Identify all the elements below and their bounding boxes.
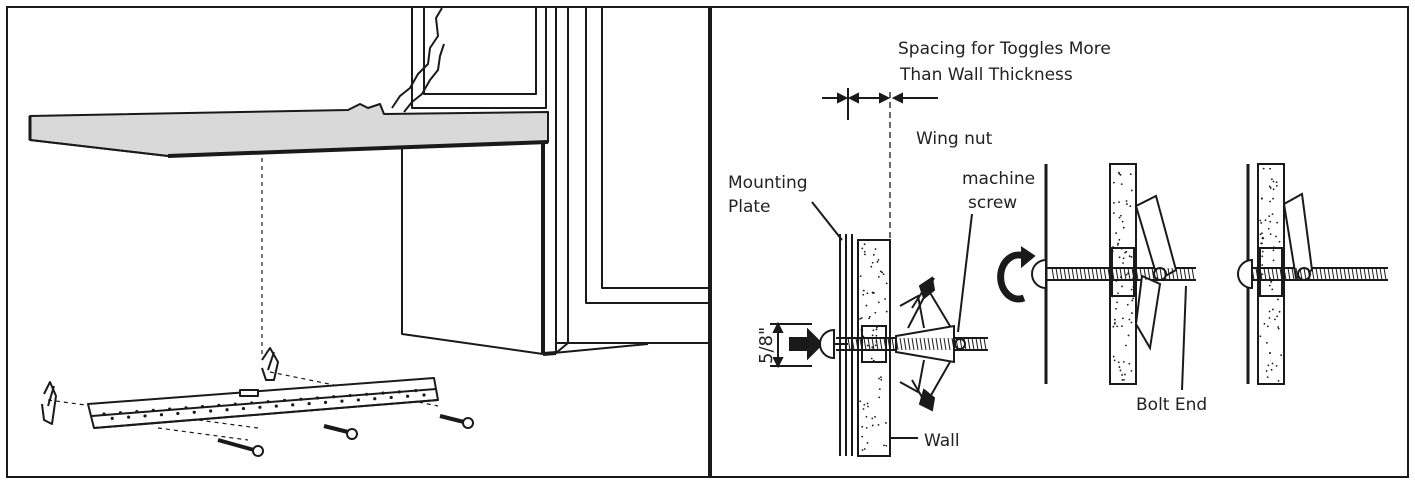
wing-open-arrow-icon [918, 276, 936, 300]
wall-label: Wall [924, 431, 960, 451]
wing-nut-label: Wing nut [916, 129, 993, 149]
wall-stipple [859, 167, 1283, 451]
spacing-label-line1: Spacing for Toggles More [898, 39, 1111, 59]
mounting-label: Mounting [728, 173, 808, 193]
toggle-bolt-detail-panel: Spacing for Toggles More Than Wall Thick… [710, 6, 1409, 478]
wing-open-arrow-icon [918, 388, 936, 412]
wall-cabinet [555, 8, 708, 354]
toggle-bolt-diagram: Spacing for Toggles More Than Wall Thick… [728, 39, 1388, 457]
fraction-label: 5/8" [756, 327, 777, 364]
cabinet-install-illustration [28, 8, 708, 457]
rotate-arrow-icon [997, 246, 1036, 303]
machine-label: machine [962, 169, 1035, 189]
countertop [28, 103, 549, 158]
screw-middle [323, 424, 358, 440]
mounting-bracket [87, 377, 439, 429]
spacing-dimension [822, 88, 938, 248]
hole-dimension [770, 321, 812, 369]
screw-label: screw [968, 193, 1017, 213]
bracket-holes [102, 389, 426, 420]
wall-section-2 [1031, 163, 1196, 391]
push-arrow-icon [789, 327, 824, 361]
upper-cabinet [391, 8, 547, 113]
screw-front [217, 438, 264, 457]
cabinet-install-panel [6, 6, 710, 478]
bolt-end-label: Bolt End [1136, 395, 1207, 415]
wall-section-3 [1237, 163, 1388, 385]
spacing-label-line2: Than Wall Thickness [899, 65, 1073, 85]
screw-right [439, 414, 474, 429]
plate-label: Plate [728, 197, 771, 217]
toggle-bolt-left [41, 381, 57, 425]
toggle-bolt-center [261, 347, 279, 381]
bolt-threads [847, 267, 1387, 351]
base-cabinet [401, 143, 649, 356]
